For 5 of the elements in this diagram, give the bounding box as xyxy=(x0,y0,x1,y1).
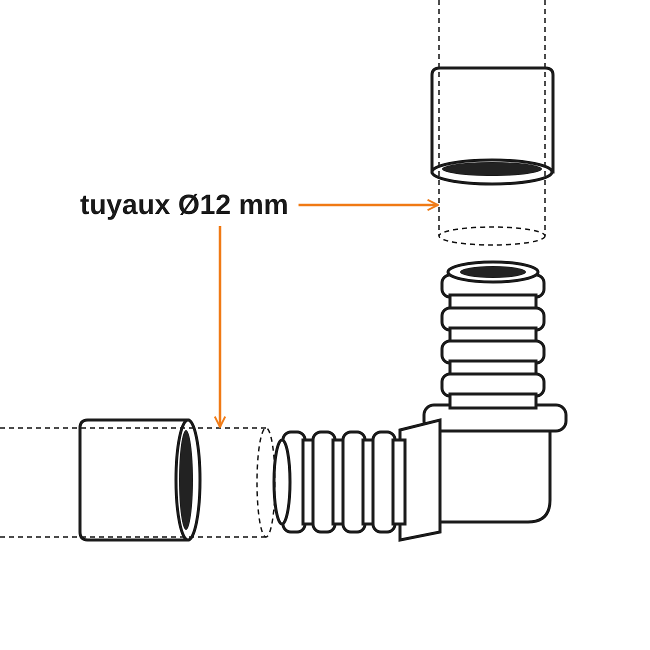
pipe-outline xyxy=(438,0,546,246)
pipe-outline xyxy=(0,427,276,538)
leader-arrow xyxy=(298,198,439,212)
pipe-label: tuyaux Ø12 mm xyxy=(80,188,289,222)
leader-arrow xyxy=(214,226,226,428)
